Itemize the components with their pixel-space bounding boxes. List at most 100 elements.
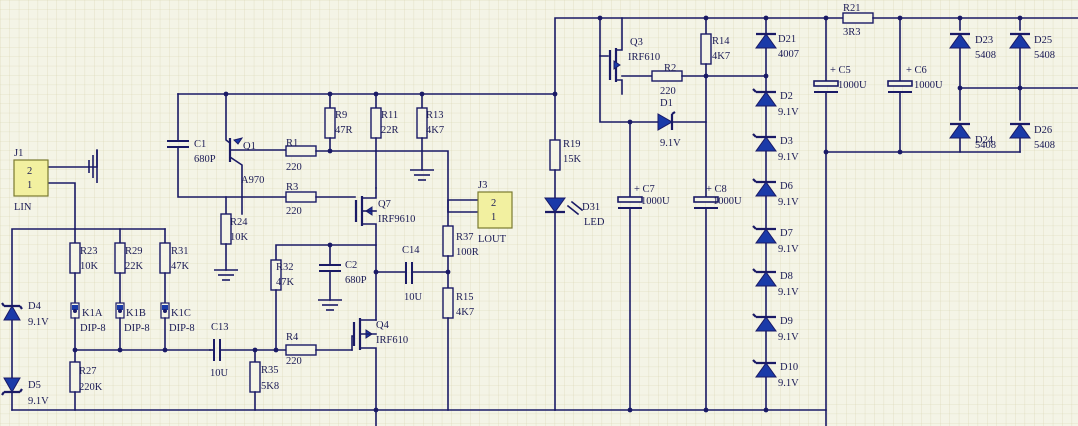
component-label: D8 — [780, 271, 793, 282]
component-label: D4 — [28, 301, 42, 312]
component-label: 220K — [79, 382, 103, 393]
component-label: 5K8 — [261, 381, 279, 392]
component-label: D7 — [780, 228, 793, 239]
component-label: R32 — [276, 262, 294, 273]
component-label: R35 — [261, 365, 279, 376]
resistor-r29 — [114, 242, 126, 274]
resistor-r3 — [285, 191, 317, 203]
component-label: + C8 — [706, 184, 727, 195]
component-label: + C7 — [634, 184, 655, 195]
component-label: 9.1V — [778, 287, 799, 298]
component-label: 1000U — [838, 80, 867, 91]
transistor-q1 — [225, 93, 287, 215]
component-label: D6 — [780, 181, 793, 192]
component-label: D3 — [780, 136, 793, 147]
connector-pin-label: 1 — [27, 180, 32, 191]
component-label: 9.1V — [778, 332, 799, 343]
resistor-r4 — [285, 344, 317, 356]
power-supply-section — [544, 12, 1078, 426]
ground-symbol-2 — [410, 169, 434, 181]
component-label: IRF9610 — [378, 214, 415, 225]
connector-ref: J3 — [478, 180, 487, 191]
component-label: + C5 — [830, 65, 851, 76]
capacitor-c5 — [813, 80, 839, 87]
component-label: D21 — [778, 34, 796, 45]
component-label: LED — [584, 217, 605, 228]
component-label: R24 — [230, 217, 248, 228]
resistor-r9 — [324, 107, 336, 139]
component-label: + C6 — [906, 65, 927, 76]
component-label: D23 — [975, 35, 993, 46]
component-label: 220 — [286, 162, 302, 173]
resistor-r11 — [370, 107, 382, 139]
resistor-r37 — [442, 225, 454, 257]
component-label: R11 — [381, 110, 398, 121]
component-label: DIP-8 — [169, 323, 195, 334]
component-label: IRF610 — [628, 52, 660, 63]
component-label: 9.1V — [660, 138, 681, 149]
component-label: 4K7 — [712, 51, 730, 62]
resistor-r23 — [69, 242, 81, 274]
component-label: Q3 — [630, 37, 643, 48]
component-label: R19 — [563, 139, 581, 150]
component-label: R15 — [456, 292, 474, 303]
component-label: D5 — [28, 380, 41, 391]
component-label: R4 — [286, 332, 299, 343]
connector-ref: J1 — [14, 148, 23, 159]
connector-name: LOUT — [478, 234, 507, 245]
component-label: 47K — [276, 277, 295, 288]
component-label: 1000U — [713, 196, 742, 207]
connector-pin-label: 2 — [27, 166, 32, 177]
component-label: Q1 — [243, 141, 256, 152]
zener-diode-d5 — [3, 377, 21, 394]
component-label: K1C — [171, 308, 191, 319]
component-label: D31 — [582, 202, 600, 213]
ground-symbol-1 — [214, 269, 238, 281]
component-label: K1B — [126, 308, 146, 319]
connector-body — [13, 159, 49, 197]
zener-diode-d7 — [752, 225, 777, 244]
component-label: D9 — [780, 316, 793, 327]
component-label: 9.1V — [778, 244, 799, 255]
component-label: 22K — [125, 261, 144, 272]
component-label: R3 — [286, 182, 298, 193]
diode-d26 — [1009, 122, 1031, 139]
component-label: 5408 — [1034, 50, 1055, 61]
component-label: R31 — [171, 246, 189, 257]
component-label: DIP-8 — [124, 323, 150, 334]
component-label: 47R — [335, 125, 353, 136]
resistor-r14 — [700, 33, 712, 65]
component-label: 10K — [230, 232, 249, 243]
component-label: 9.1V — [778, 197, 799, 208]
component-label: 10U — [404, 292, 423, 303]
component-label: 5408 — [1034, 140, 1055, 151]
component-label: 22R — [381, 125, 399, 136]
amplifier-section — [167, 91, 556, 426]
component-label: 220 — [660, 86, 676, 97]
dip-switch-k1a — [70, 302, 80, 319]
component-label: 10K — [80, 261, 99, 272]
component-label: K1A — [82, 308, 103, 319]
ground-symbol-3 — [318, 299, 342, 311]
component-label: R21 — [843, 3, 861, 14]
component-label: A970 — [241, 175, 264, 186]
component-label: 220 — [286, 206, 302, 217]
component-label: 15K — [563, 154, 582, 165]
component-label: D25 — [1034, 35, 1052, 46]
connector-pin-label: 1 — [491, 212, 496, 223]
component-label: R27 — [79, 366, 97, 377]
mosfet-q7 — [354, 187, 377, 246]
zener-diode-d3 — [752, 133, 777, 152]
component-label: 3R3 — [843, 27, 861, 38]
component-label: R1 — [286, 138, 298, 149]
component-label: DIP-8 — [80, 323, 106, 334]
component-label: C13 — [211, 322, 229, 333]
component-label: C14 — [402, 245, 420, 256]
component-label: 680P — [345, 275, 367, 286]
diode-d24 — [949, 122, 971, 139]
component-label: R23 — [80, 246, 98, 257]
